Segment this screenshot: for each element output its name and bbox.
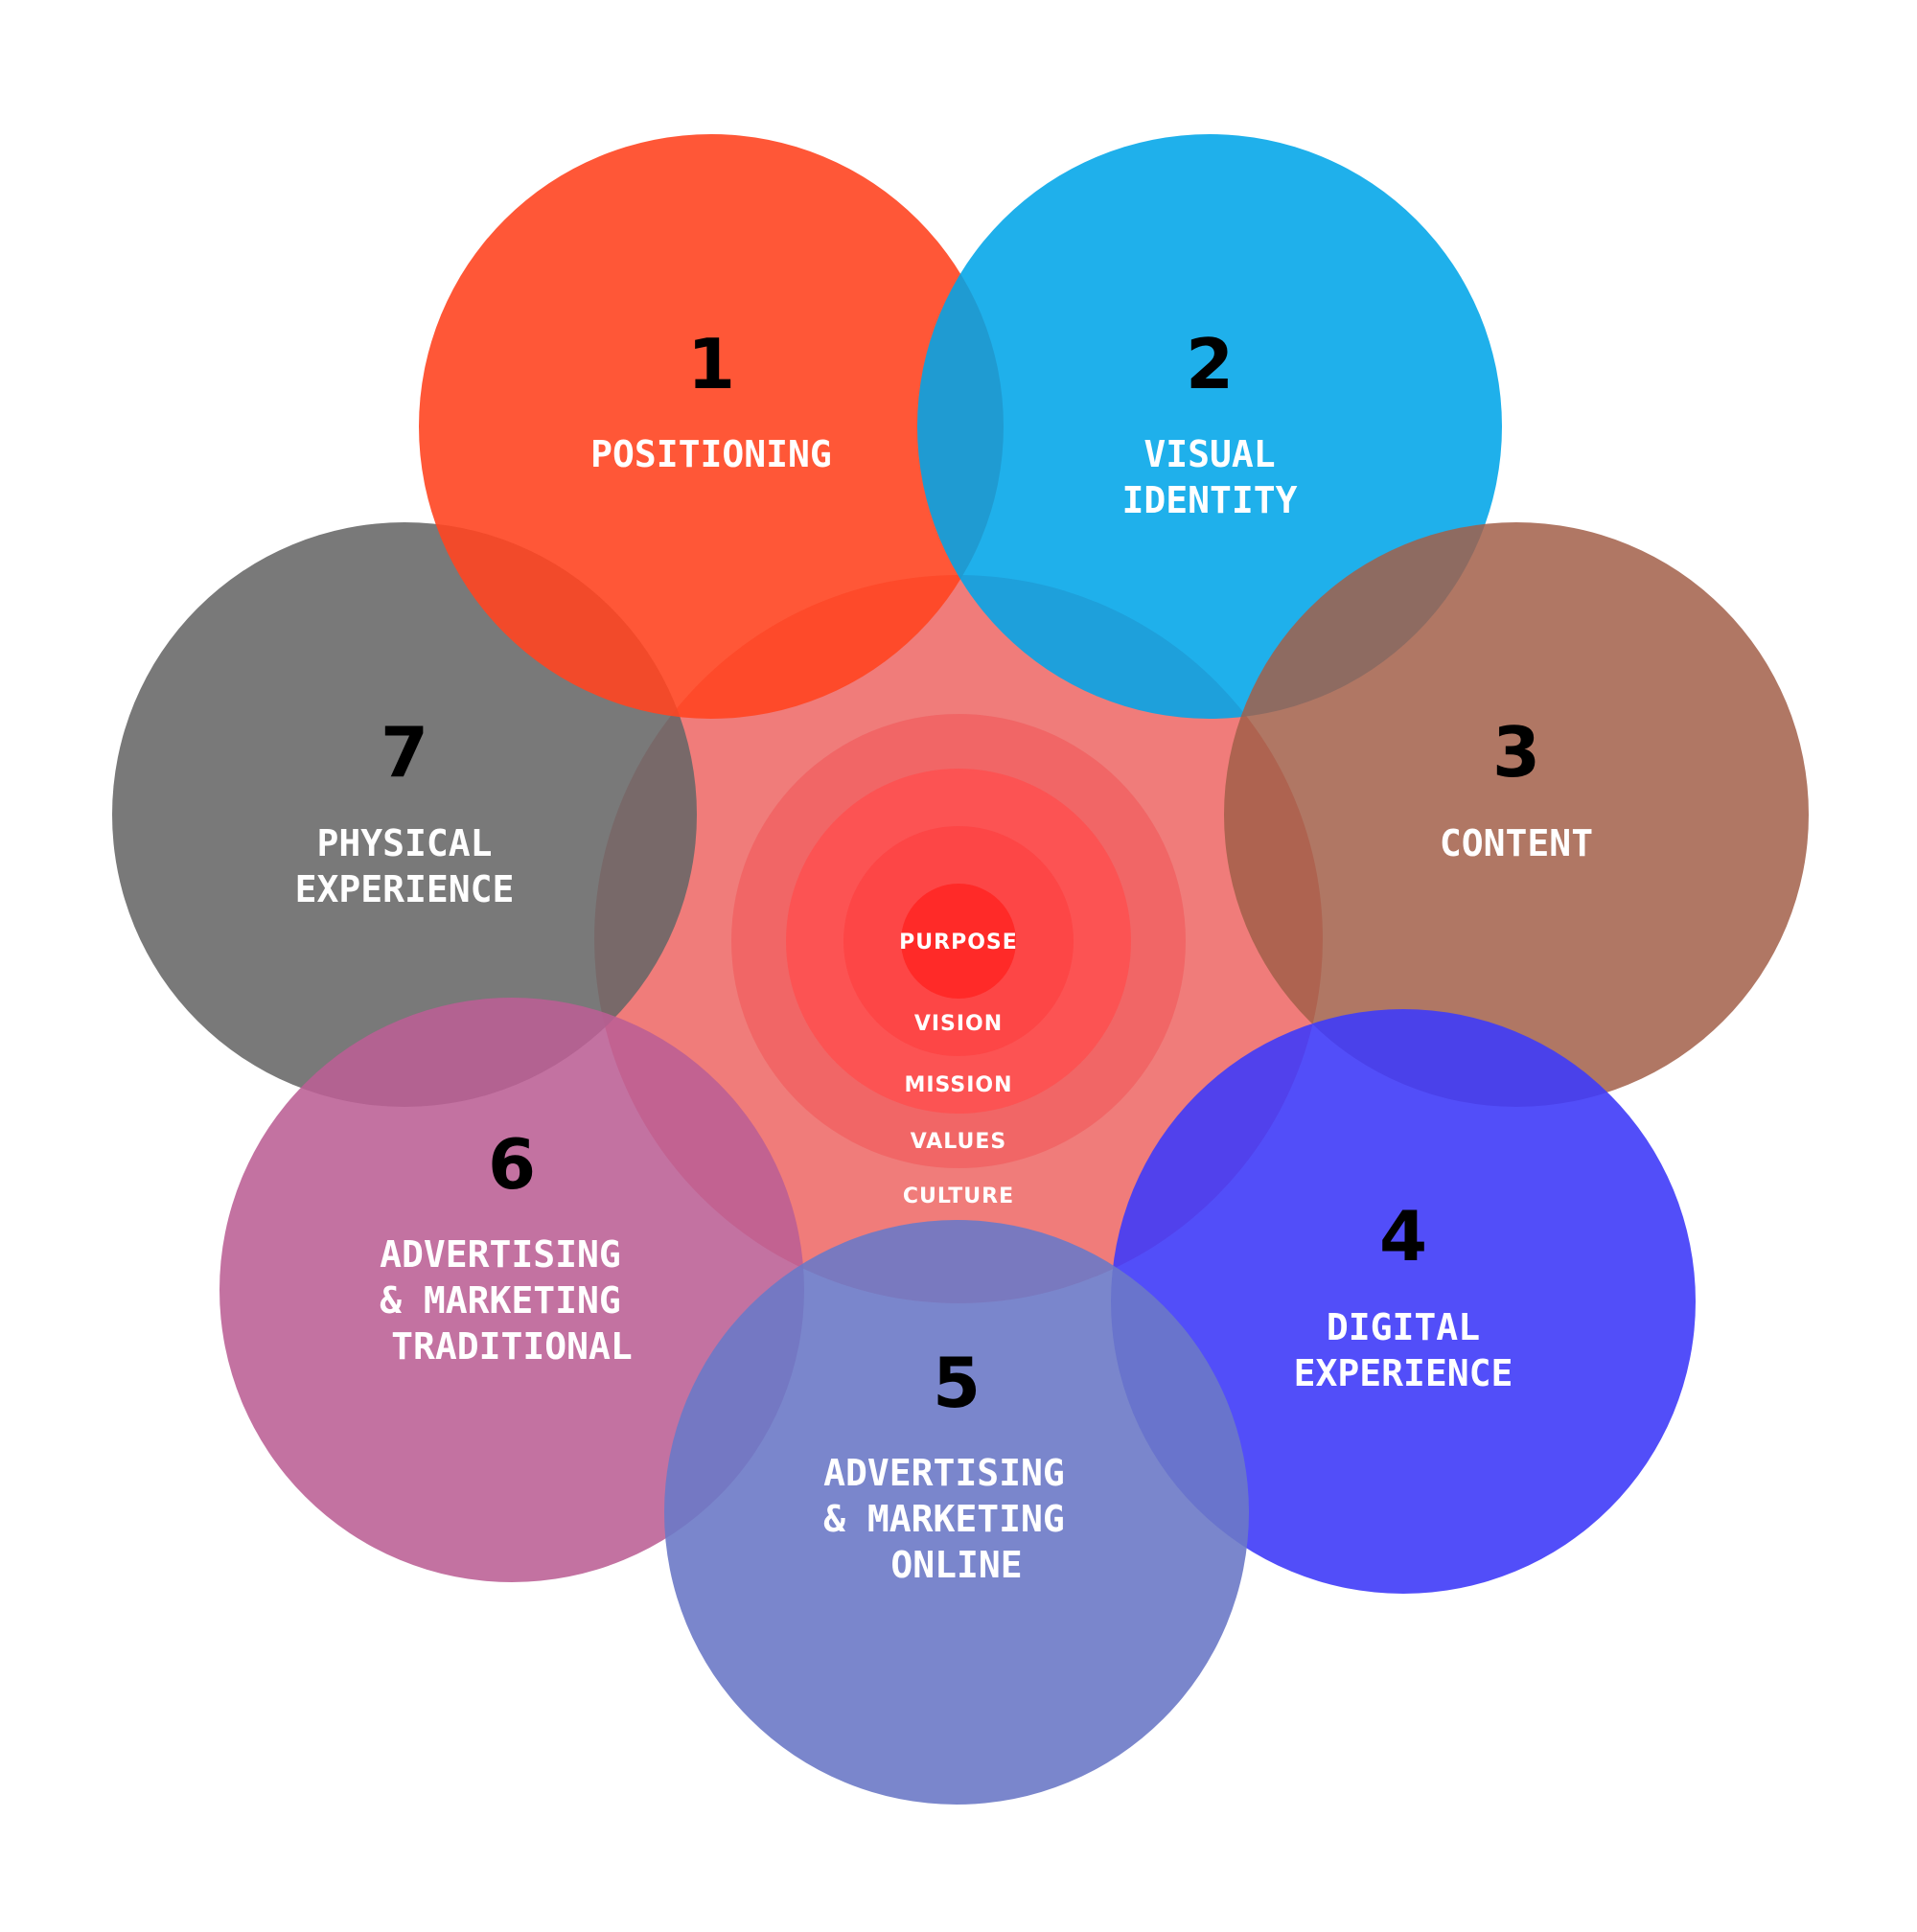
core-label-vision: VISION — [914, 1012, 1003, 1036]
purpose-dot — [901, 884, 1016, 999]
segment-3-label-line-1: CONTENT — [1440, 822, 1593, 864]
circle-advertising-online — [664, 1220, 1249, 1805]
segment-2-number: 2 — [1186, 324, 1234, 404]
segment-7-number: 7 — [381, 712, 428, 793]
segment-6-label-line-2: & MARKETING — [380, 1279, 621, 1322]
segment-7-label-line-1: PHYSICAL — [316, 822, 492, 864]
core-label-mission: MISSION — [904, 1073, 1012, 1097]
segment-7-label-line-2: EXPERIENCE — [295, 868, 515, 910]
core-label-purpose: PURPOSE — [899, 931, 1018, 954]
core-label-values: VALUES — [911, 1130, 1007, 1154]
segment-6-label-line-3: TRADITIONAL — [391, 1325, 633, 1368]
segment-4-number: 4 — [1379, 1196, 1427, 1276]
core-label-culture: CULTURE — [903, 1184, 1014, 1208]
segment-6-number: 6 — [488, 1124, 536, 1205]
circle-digital-experience — [1111, 1009, 1696, 1594]
segment-5-label-line-2: & MARKETING — [823, 1498, 1065, 1540]
segment-2-label-line-1: VISUAL — [1143, 433, 1275, 475]
segment-1-label-line-1: POSITIONING — [590, 433, 832, 475]
segment-6-label-line-1: ADVERTISING — [380, 1233, 621, 1276]
segment-4-label-line-1: DIGITAL — [1327, 1306, 1480, 1348]
segment-5-label-line-1: ADVERTISING — [823, 1452, 1065, 1494]
circle-positioning — [419, 134, 1004, 719]
segment-5-label-line-3: ONLINE — [890, 1544, 1022, 1586]
circle-advertising-traditional — [219, 998, 804, 1582]
circle-content — [1224, 522, 1809, 1107]
segment-5-number: 5 — [933, 1343, 981, 1423]
segment-1-number: 1 — [687, 324, 735, 404]
segment-3-number: 3 — [1492, 712, 1540, 793]
segment-4-label-line-2: EXPERIENCE — [1294, 1352, 1513, 1394]
segment-2-label-line-2: IDENTITY — [1121, 479, 1297, 521]
